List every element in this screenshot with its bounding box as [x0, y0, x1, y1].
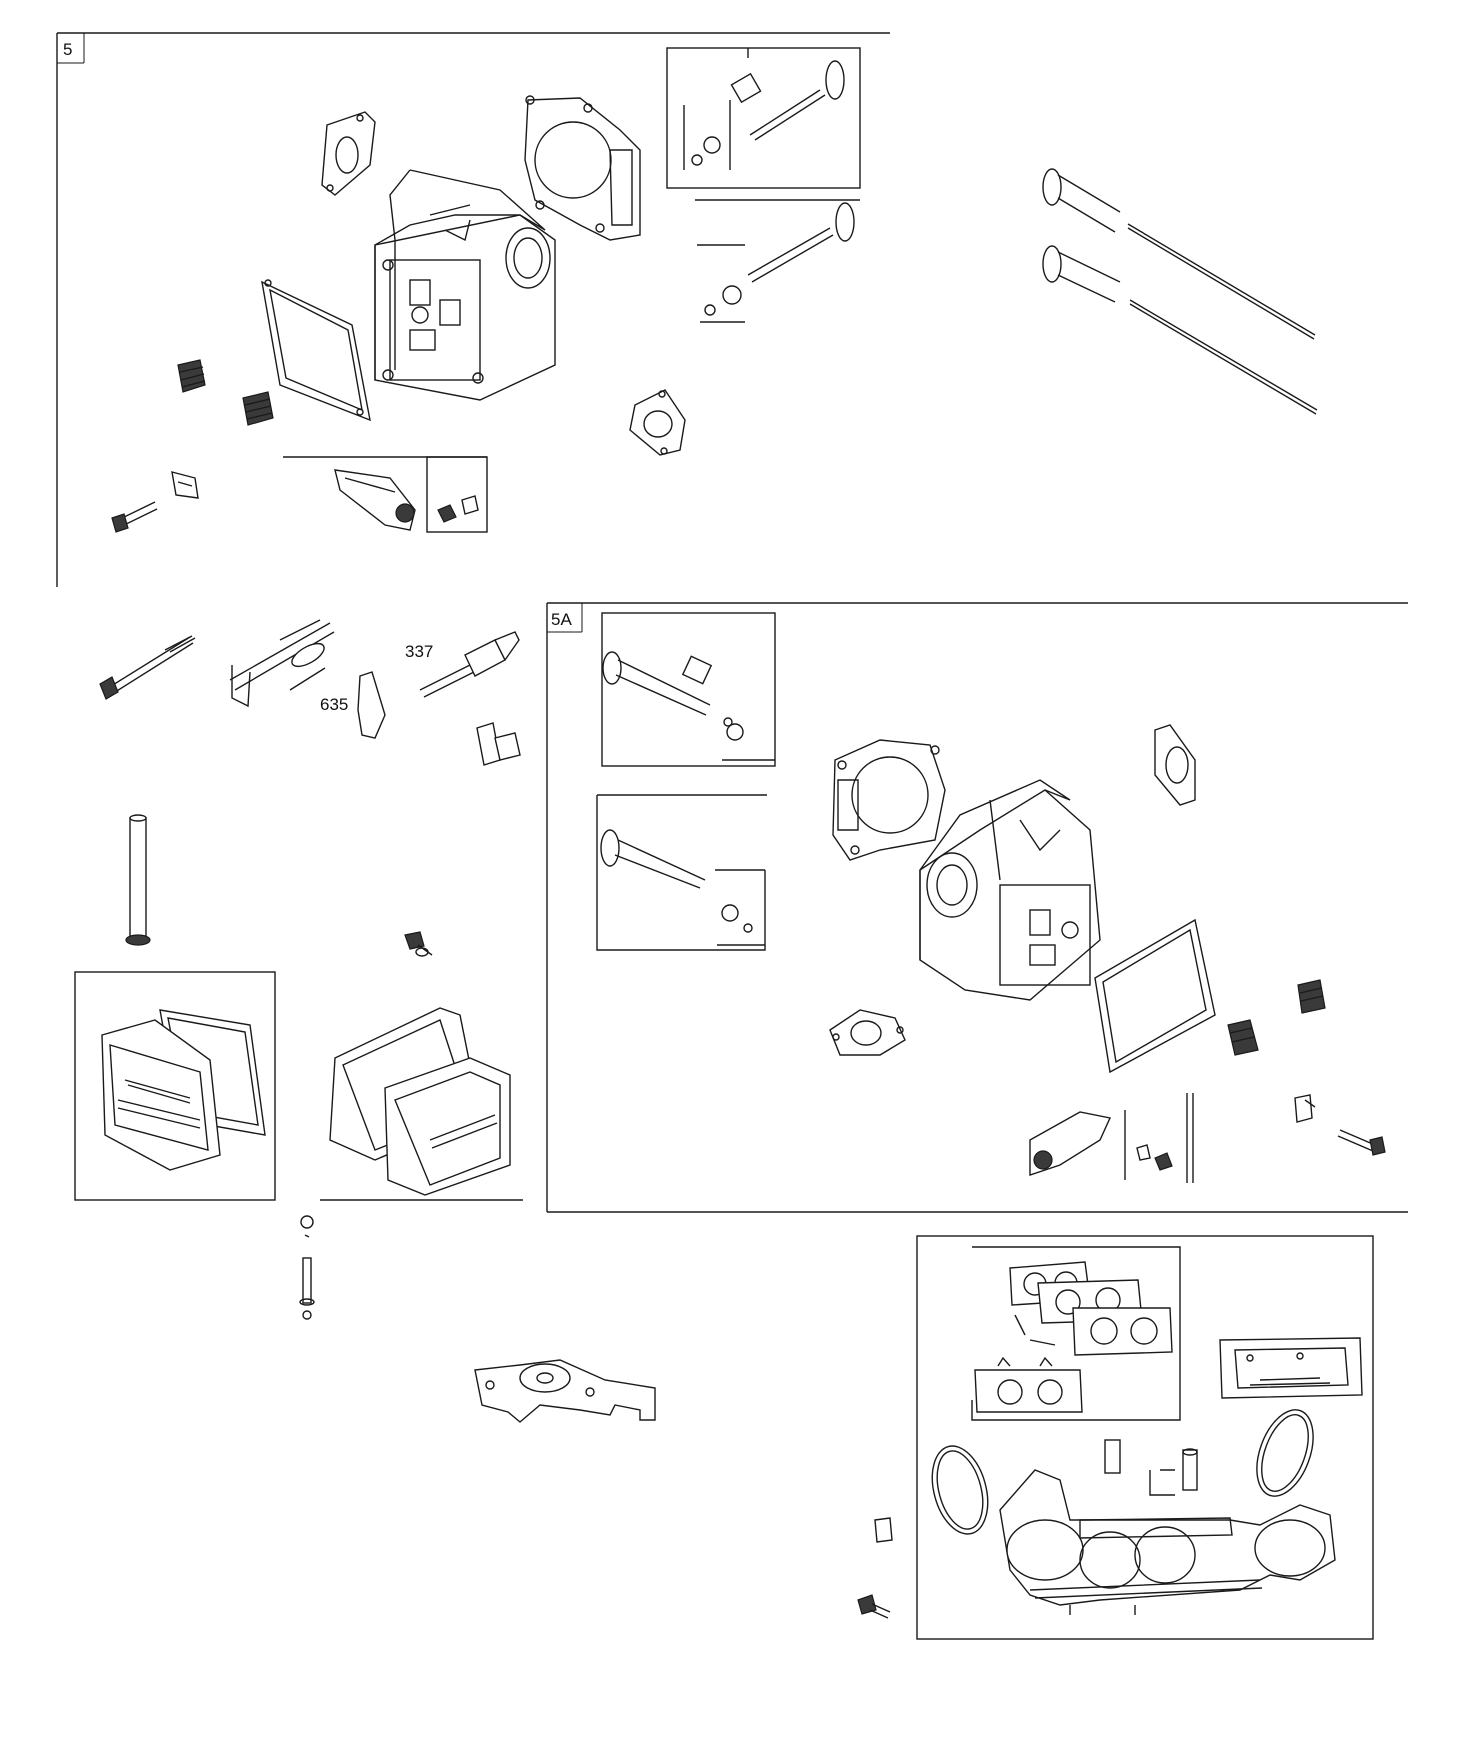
manifold-fasteners-part	[857, 1517, 893, 1619]
exhaust-valve-part	[695, 199, 860, 323]
manifold-top-gasket-part	[1219, 1337, 1363, 1399]
intake-manifold-part	[999, 1469, 1336, 1615]
exhaust-gasket-part	[629, 389, 686, 456]
boot-cover-part	[476, 722, 521, 766]
intake-valve-box-5a	[601, 612, 776, 767]
head-bolt-part	[99, 635, 196, 700]
manifold-pins-part	[1104, 1439, 1198, 1496]
spark-plug-part: 337	[405, 631, 520, 698]
section-5-label: 5	[63, 40, 72, 59]
breather-tube-part	[229, 619, 335, 708]
cover-fastener-part	[299, 1215, 315, 1320]
intake-manifold-box	[916, 1235, 1374, 1640]
cylinder-head-5a-part	[919, 779, 1101, 1001]
exhaust-gasket-5a-part	[829, 1009, 906, 1056]
rocker-gasket-5a-part	[1094, 918, 1216, 1074]
exhaust-valve-box-5a	[596, 794, 767, 951]
spark-plug-boot-callout: 635	[320, 695, 348, 714]
rocker-gasket-part	[261, 279, 371, 422]
cylinder-head-part	[374, 169, 556, 401]
push-rods-part	[1042, 168, 1318, 415]
valve-spring-5a-part	[1227, 979, 1326, 1056]
spark-plug-callout: 337	[405, 642, 433, 661]
head-gasket-part	[524, 95, 641, 241]
section-5a-frame: 5A	[546, 602, 1408, 1213]
rocker-cover-box-2	[320, 1007, 523, 1201]
valve-kit-box	[666, 47, 861, 189]
valve-spring-part	[177, 359, 274, 426]
head-gasket-5a-part	[832, 739, 946, 861]
section-5-frame: 5	[56, 32, 890, 587]
intake-gasket-5a-part	[1154, 724, 1196, 806]
screw-part	[404, 931, 433, 957]
rocker-cover-box-1	[74, 971, 276, 1201]
rocker-arm-part	[283, 456, 488, 533]
rocker-stud-5a-part	[1294, 1094, 1386, 1156]
manifold-gaskets-part	[974, 1261, 1173, 1413]
dipstick-tube-part	[125, 814, 151, 946]
rocker-arm-5a-part	[1029, 1093, 1194, 1183]
intake-gasket-part	[321, 111, 376, 196]
section-5a-label: 5A	[551, 610, 572, 629]
spark-plug-boot-part: 635	[320, 671, 386, 739]
rocker-stud-part	[111, 471, 199, 533]
bracket-plate-part	[474, 1359, 656, 1423]
o-ring-seals-part	[931, 1409, 1314, 1535]
